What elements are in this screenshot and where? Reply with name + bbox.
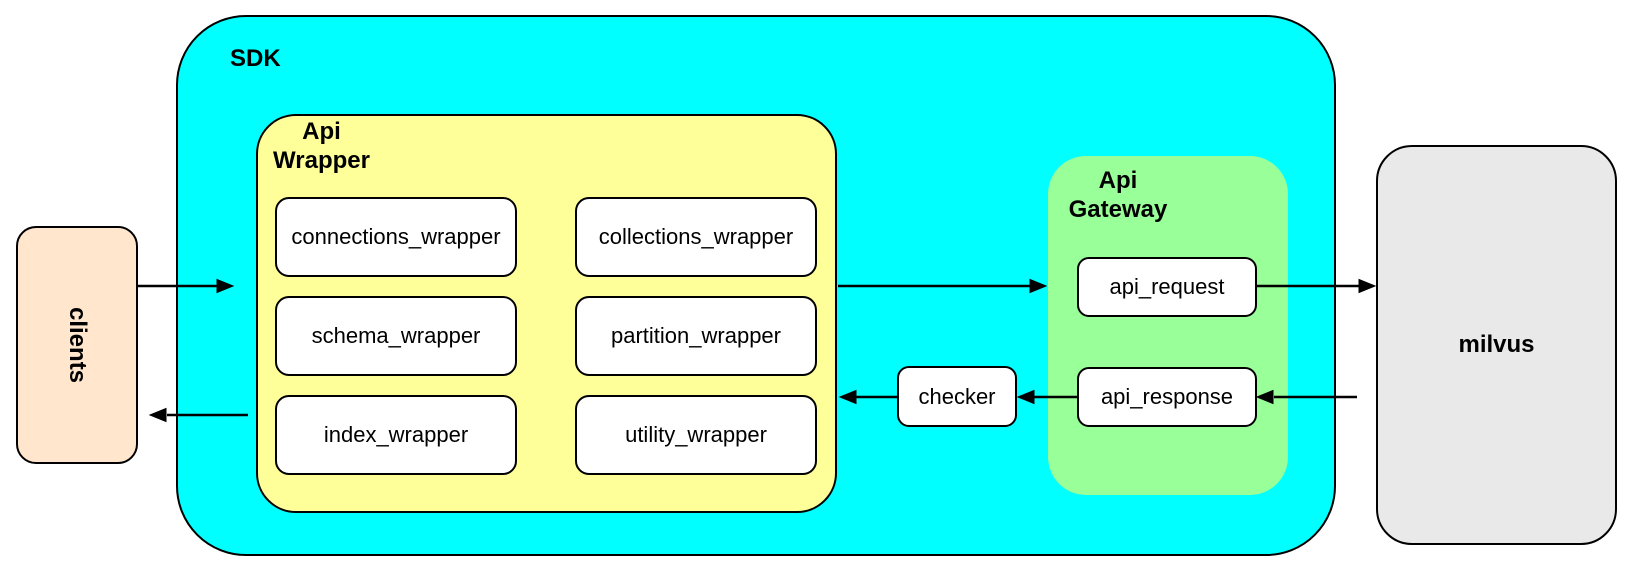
- api-wrapper-label-line1: Api: [302, 118, 341, 145]
- clients-label: clients: [64, 306, 91, 384]
- api-gateway-label-line1: Api: [1098, 167, 1138, 194]
- node-utility-wrapper: utility_wrapper: [575, 395, 817, 475]
- milvus-label: milvus: [1458, 331, 1535, 358]
- sdk-label: SDK: [230, 45, 281, 72]
- api-wrapper-label-line2: Wrapper: [273, 147, 370, 174]
- api-gateway-label-line2: Gateway: [1068, 196, 1168, 223]
- node-partition-wrapper: partition_wrapper: [575, 296, 817, 376]
- clients-node: clients: [16, 226, 138, 464]
- node-api-request: api_request: [1077, 257, 1257, 317]
- node-connections-wrapper: connections_wrapper: [275, 197, 517, 277]
- api-gateway-container: [1048, 156, 1288, 495]
- api-gateway-label: Api Gateway: [1048, 166, 1188, 224]
- node-schema-wrapper: schema_wrapper: [275, 296, 517, 376]
- milvus-node: milvus: [1376, 145, 1617, 545]
- node-api-response: api_response: [1077, 367, 1257, 427]
- api-wrapper-label: Api Wrapper: [268, 117, 375, 175]
- checker-node: checker: [897, 366, 1017, 427]
- node-index-wrapper: index_wrapper: [275, 395, 517, 475]
- node-collections-wrapper: collections_wrapper: [575, 197, 817, 277]
